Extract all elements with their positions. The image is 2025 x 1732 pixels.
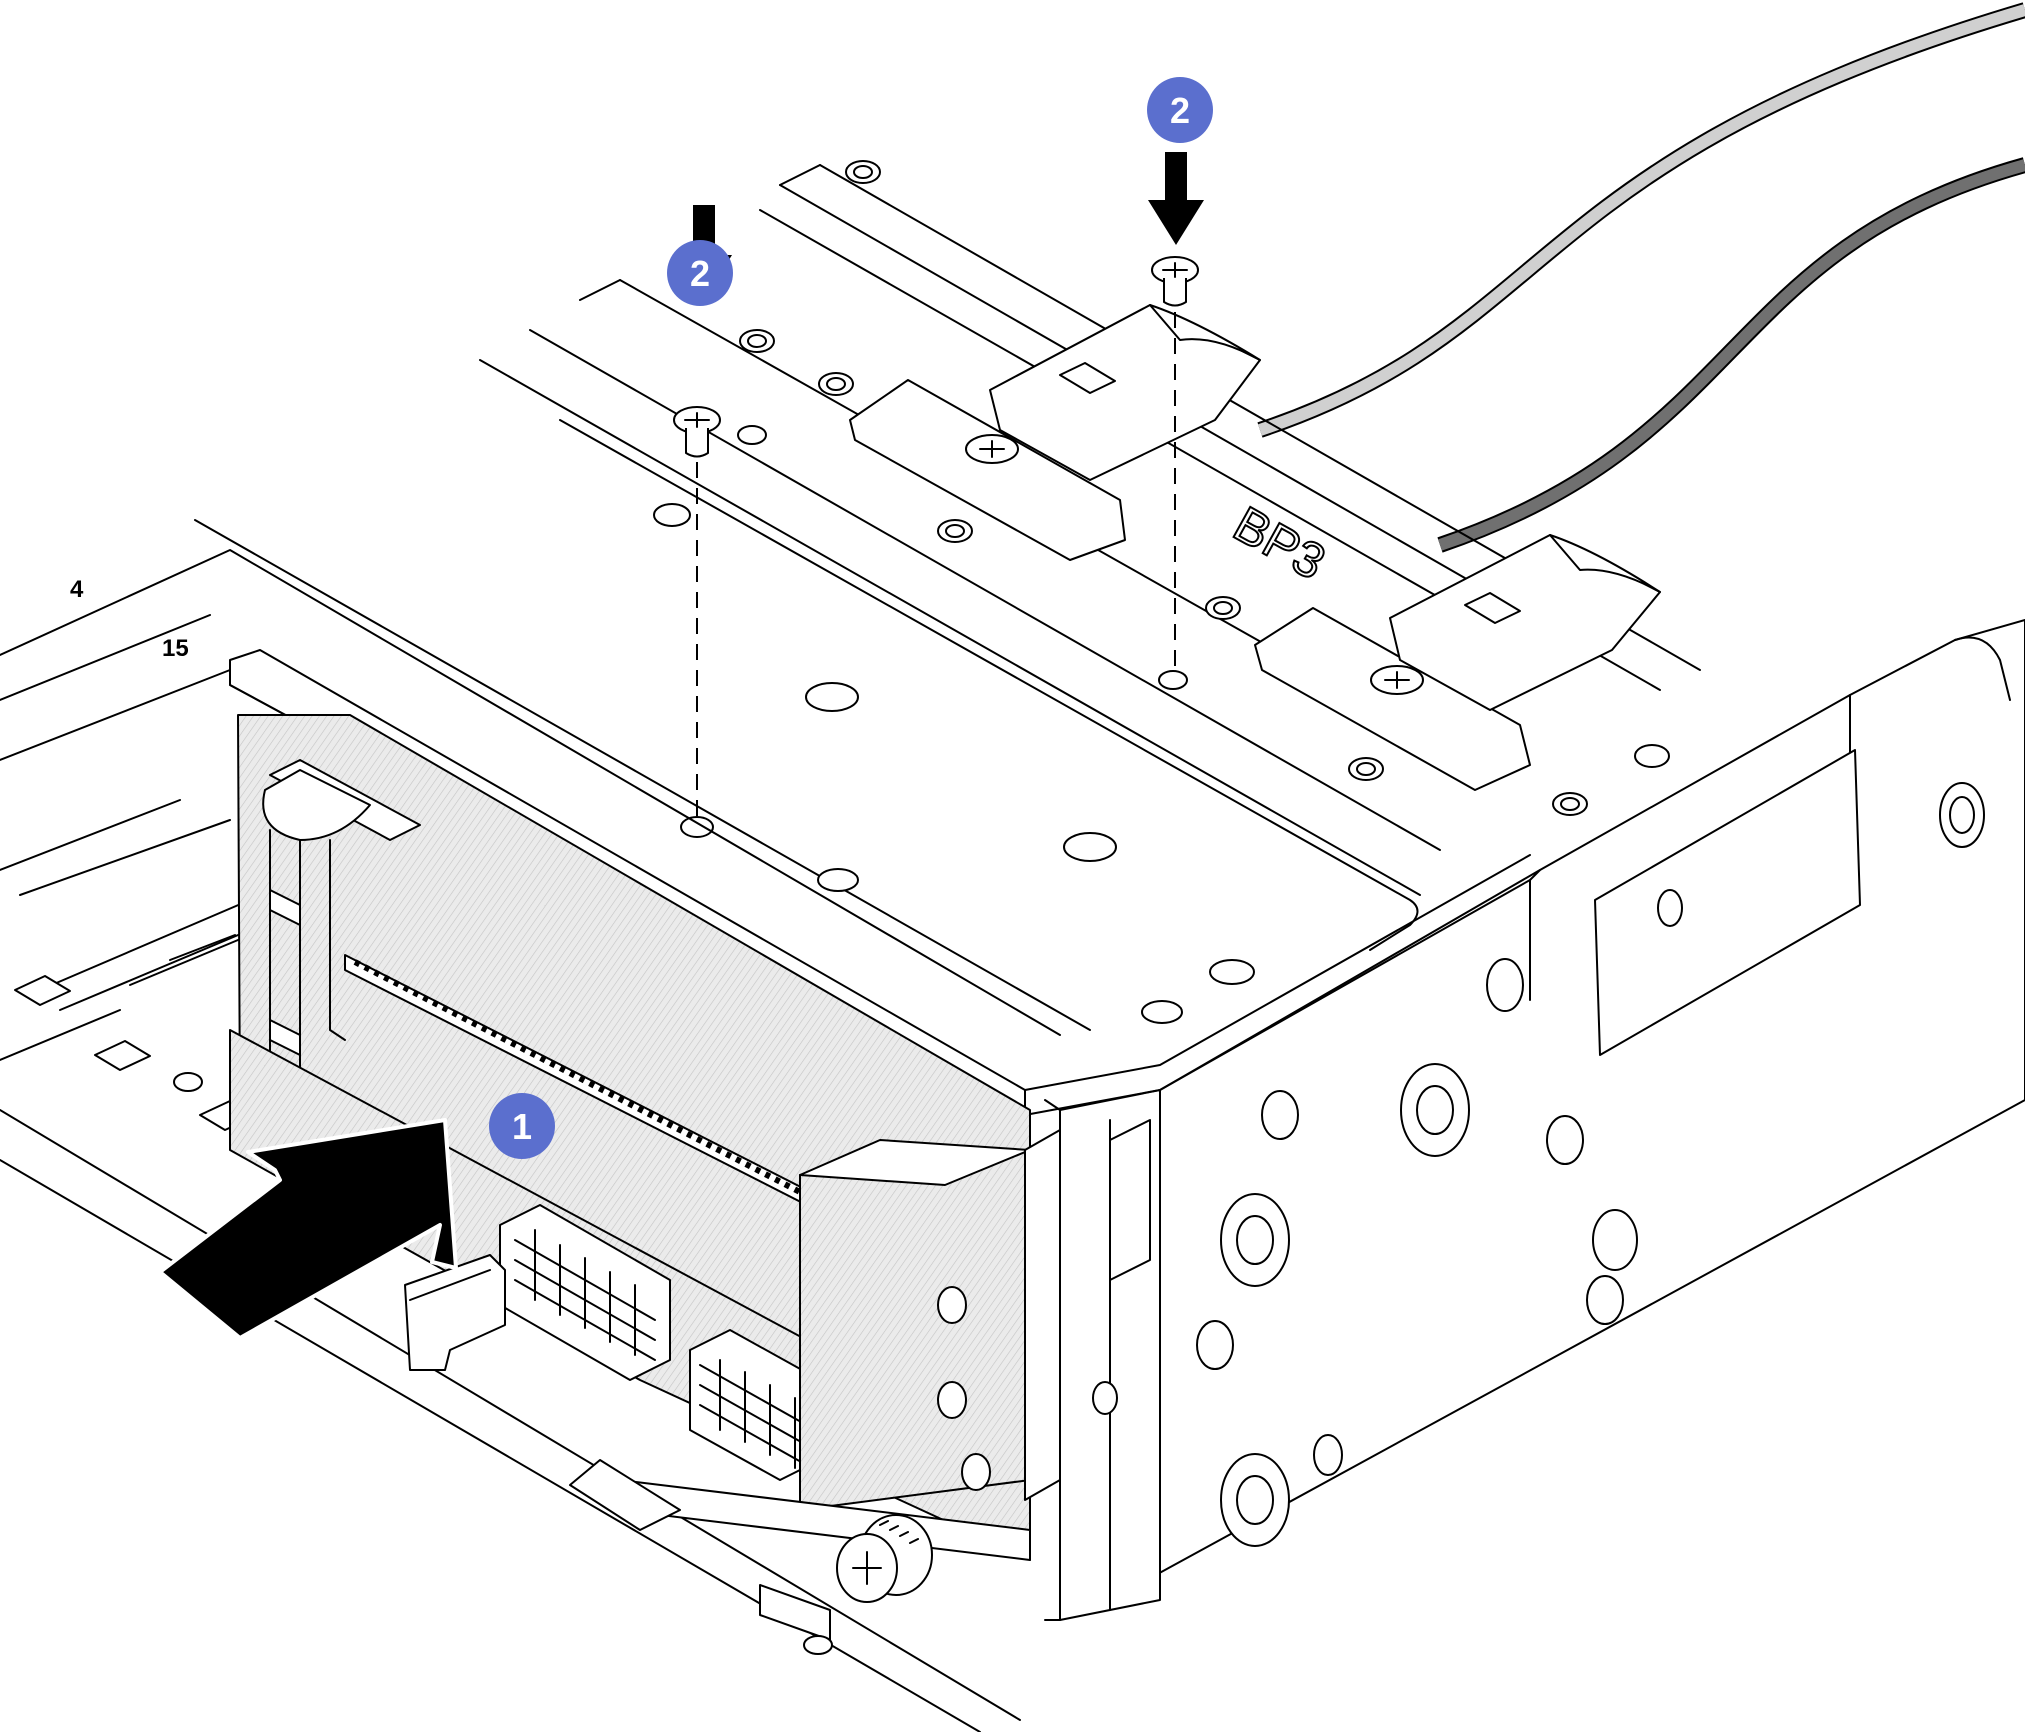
tray-hole [817,868,859,892]
rail-screw [739,160,1670,816]
tray-hole [653,503,691,527]
front-io-module [229,714,1061,1655]
connector-port [689,1329,821,1481]
screw-right [1148,152,1204,672]
tray-hole [1209,959,1255,985]
chassis-side-wall [1059,619,2025,1621]
svg-text:2: 2 [690,253,710,294]
backplane-latch-left [849,304,1261,561]
thumbscrew-icon [836,1514,933,1603]
backplane-label: BP3 [1225,496,1335,591]
tray-hole [1141,1000,1183,1024]
callout-step-1: 1 [489,1093,555,1159]
drive-bay-area: 4 15 [0,549,1061,1732]
bay-label-15: 15 [162,635,189,662]
backplane-latch-right [1254,534,1661,791]
callout-step-2-left: 2 [667,240,733,306]
cable-bundle [1257,2,2025,553]
callout-step-2-right: 2 [1147,77,1213,143]
side-vent-cutout [1594,749,1861,1056]
bay-slot [14,975,71,1006]
bay-slot [94,1040,151,1071]
connector-port [499,1204,671,1381]
bay-label-14: 4 [70,576,84,603]
screw-target-hole [1158,670,1188,690]
tray-hole [737,425,767,445]
svg-text:2: 2 [1170,90,1190,131]
push-arrow-icon [158,1118,458,1340]
screw-target-hole [680,816,714,838]
tray-hole [805,682,859,712]
down-arrow-icon [1148,152,1204,245]
svg-text:1: 1 [512,1106,532,1147]
tray-hole [1063,832,1117,862]
